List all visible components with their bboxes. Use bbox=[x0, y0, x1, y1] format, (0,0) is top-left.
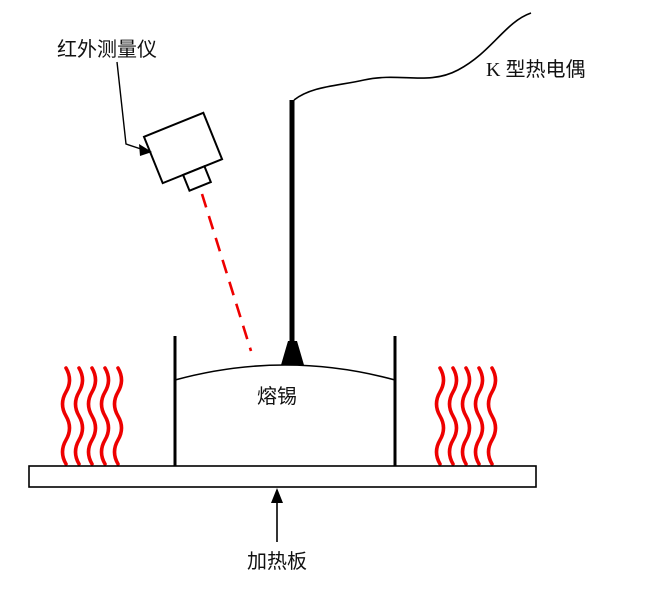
molten-tin-label: 熔锡 bbox=[257, 385, 297, 408]
heating-plate-label: 加热板 bbox=[247, 550, 307, 573]
heat-wave-line bbox=[434, 366, 446, 466]
infrared-sensor-body bbox=[142, 111, 224, 185]
infrared-sensor-nozzle bbox=[181, 164, 213, 192]
thermocouple-label: K 型热电偶 bbox=[486, 58, 585, 81]
heating-plate-arrowhead bbox=[271, 488, 283, 503]
heat-waves-right bbox=[434, 366, 498, 466]
solder-dome bbox=[174, 364, 396, 381]
infrared-meter-label: 红外测量仪 bbox=[57, 38, 157, 61]
heat-wave-line bbox=[86, 366, 98, 466]
heat-wave-line bbox=[447, 366, 459, 466]
heat-waves-left bbox=[60, 366, 124, 466]
heat-wave-line bbox=[73, 366, 85, 466]
heat-wave-line bbox=[486, 366, 498, 466]
heat-wave-line bbox=[60, 366, 72, 466]
laser-dashed-line bbox=[200, 193, 253, 352]
heat-wave-line bbox=[473, 366, 485, 466]
thermocouple-tip bbox=[281, 341, 304, 365]
thermocouple-wire bbox=[293, 12, 532, 101]
heat-wave-line bbox=[112, 366, 124, 466]
heat-wave-line bbox=[460, 366, 472, 466]
heating-plate bbox=[28, 465, 537, 488]
infrared-leader-arrowhead bbox=[139, 144, 152, 156]
infrared-leader-line bbox=[116, 61, 148, 152]
infrared-meter bbox=[142, 111, 224, 192]
heat-wave-line bbox=[99, 366, 111, 466]
